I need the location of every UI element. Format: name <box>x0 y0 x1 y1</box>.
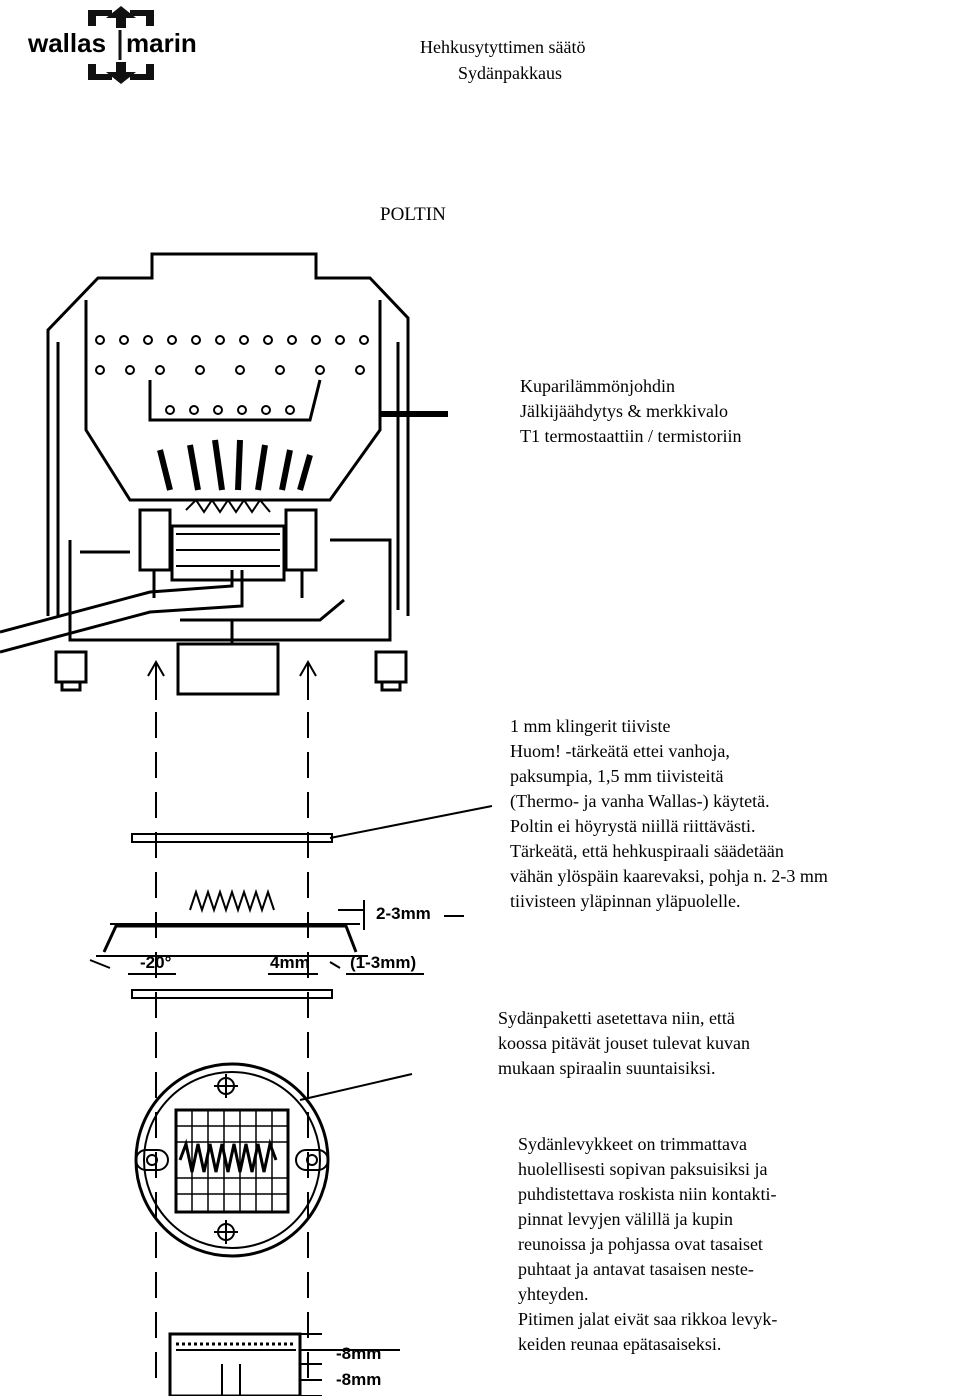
dimension-width-alt: (1-3mm) <box>350 953 417 972</box>
label-plates-block: Sydänlevykkeet on trimmattava huolellise… <box>518 1132 777 1357</box>
header-subtitle: Sydänpakkaus <box>458 63 562 83</box>
label-line: mukaan spiraalin suuntaisiksi. <box>498 1058 716 1078</box>
label-top-block: Kuparilämmönjohdin Jälkijäähdytys & merk… <box>520 374 741 449</box>
fuel-pipes <box>0 570 244 654</box>
label-line: vähän ylöspäin kaarevaksi, pohja n. 2-3 … <box>510 866 828 886</box>
dimension-width: 4mm <box>270 953 310 972</box>
dimension-plate-a: -8mm <box>336 1344 382 1363</box>
dimension-plate-b: -8mm <box>336 1370 382 1389</box>
label-line: Tärkeätä, että hehkuspiraali säädetään <box>510 841 784 861</box>
core-holder-top-view <box>134 1062 330 1258</box>
dimension-spiral-height: 2-3mm <box>376 904 431 923</box>
label-line: Huom! -tärkeätä ettei vanhoja, <box>510 741 730 761</box>
label-line: huolellisesti sopivan paksuisiksi ja <box>518 1159 768 1179</box>
label-line: Sydänlevykkeet on trimmattava <box>518 1134 747 1154</box>
label-line: reunoissa ja pohjassa ovat tasaiset <box>518 1234 763 1254</box>
label-line: yhteyden. <box>518 1284 589 1304</box>
label-line: puhdistettava roskista niin kontakti- <box>518 1184 777 1204</box>
header-title: Hehkusytyttimen säätö <box>420 37 586 57</box>
gasket-top <box>131 833 333 843</box>
section-title: POLTIN <box>380 204 446 225</box>
label-line: (Thermo- ja vanha Wallas-) käytetä. <box>510 791 770 811</box>
label-line: Poltin ei höyrystä niillä riittävästi. <box>510 816 756 836</box>
logo-emblem-icon <box>88 6 154 84</box>
label-line: pinnat levyjen välillä ja kupin <box>518 1209 733 1229</box>
label-package-block: Sydänpaketti asetettava niin, että kooss… <box>498 1006 750 1081</box>
label-line: paksumpia, 1,5 mm tiivisteitä <box>510 766 724 786</box>
dimension-angle: -20° <box>140 953 172 972</box>
plate-stack-side-view <box>168 1332 302 1396</box>
label-line: keiden reunaa epätasaiseksi. <box>518 1334 722 1354</box>
document-header: Hehkusytyttimen säätö Sydänpakkaus <box>420 34 585 86</box>
burner-cap <box>46 252 410 342</box>
outlet-tube <box>176 642 280 696</box>
core-package <box>170 524 286 582</box>
label-line: tiivisteen yläpinnan yläpuolelle. <box>510 891 741 911</box>
glow-spiral <box>189 888 275 914</box>
label-gasket-block: 1 mm klingerit tiiviste Huom! -tärkeätä … <box>510 714 828 914</box>
label-line: Sydänpaketti asetettava niin, että <box>498 1008 735 1028</box>
logo-marin-text: marin <box>126 28 197 58</box>
label-line: koossa pitävät jouset tulevat kuvan <box>498 1033 750 1053</box>
left-arrow-icon <box>147 659 165 700</box>
logo-wallas-text: wallas <box>28 28 107 58</box>
label-line: Pitimen jalat eivät saa rikkoa levyk- <box>518 1309 778 1329</box>
label-line: Kuparilämmönjohdin <box>520 376 675 396</box>
label-line: puhtaat ja antavat tasaisen neste- <box>518 1259 754 1279</box>
right-arrow-icon <box>299 659 317 700</box>
label-line: 1 mm klingerit tiiviste <box>510 716 671 736</box>
vent-holes <box>95 335 369 415</box>
label-line: Jälkijäähdytys & merkkivalo <box>520 401 728 421</box>
burner-body <box>46 342 410 616</box>
brand-logo: wallas marin <box>26 4 216 86</box>
label-line: T1 termostaattiin / termistoriin <box>520 426 742 446</box>
gasket-bottom <box>131 989 333 999</box>
